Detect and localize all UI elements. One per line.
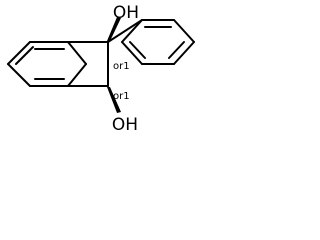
bottom-stereo-label: or1	[113, 91, 130, 102]
top-stereo-label: or1	[113, 61, 130, 72]
phenyl-bond-2	[173, 19, 195, 43]
benzo-inner-double-bond-1	[15, 46, 34, 65]
phenyl-bond-5	[121, 41, 143, 65]
phenyl-attachment-bond	[107, 19, 143, 43]
phenyl-ring	[107, 19, 195, 65]
bottom-hydroxyl-label: OH	[112, 115, 138, 135]
top-hydroxyl-label: OH	[113, 3, 139, 23]
chemical-structure-diagram: OH OH or1 or1	[7, 3, 195, 135]
top-hydroxyl-wedge-bond	[107, 17, 121, 41]
phenyl-bond-3	[173, 41, 195, 65]
benzocyclobutene-ring-system	[7, 41, 87, 87]
cyclobutene-ring	[67, 41, 109, 87]
benzo-ring-bond-1	[7, 41, 31, 65]
benzo-ring-bond-4	[67, 63, 87, 87]
benzo-ring-bond-3	[67, 41, 87, 65]
phenyl-inner-double-bond-3	[129, 41, 146, 59]
bottom-hydroxyl-wedge-bond	[107, 87, 121, 113]
hydroxyl-groups: OH OH or1 or1	[107, 3, 139, 135]
benzo-ring-bond-6	[7, 63, 31, 87]
phenyl-bond-6	[121, 19, 143, 43]
phenyl-inner-double-bond-2	[168, 41, 185, 59]
